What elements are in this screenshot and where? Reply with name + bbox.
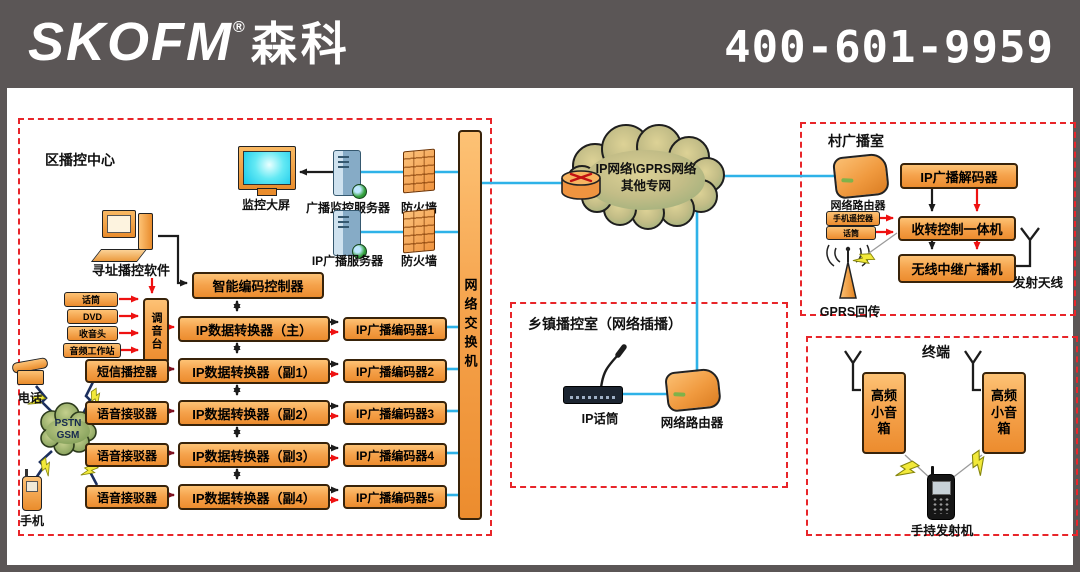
addressing-computer-icon xyxy=(90,210,160,262)
telephone-label: 电话 xyxy=(17,391,42,405)
ip-broadcast-server-label: IP广播服务器 xyxy=(311,254,384,268)
hotline-number: 400-601-9959 xyxy=(724,22,1054,73)
broadcast-monitor-server-icon xyxy=(333,150,367,199)
ip-broadcast-encoder-box: IP广播编码器3 xyxy=(343,401,447,425)
ip-data-converter-box: IP数据转换器（副4） xyxy=(178,484,330,510)
tx-antenna-label: 发射天线 xyxy=(1012,276,1063,290)
ip-broadcast-server-icon xyxy=(333,210,367,259)
ip-data-converter-box: IP数据转换器（副3） xyxy=(178,442,330,468)
mic-input-box: 话筒 xyxy=(826,226,876,240)
monitor-label: 监控大屏 xyxy=(241,198,290,212)
firewall-icon xyxy=(403,148,435,194)
gprs-return-label: GPRS回传 xyxy=(819,305,881,319)
ip-broadcast-encoder-box: IP广播编码器1 xyxy=(343,317,447,341)
town-zone-frame xyxy=(510,302,788,488)
district-zone-frame xyxy=(18,118,492,536)
mobile-phone-icon xyxy=(22,469,42,511)
firewall-label: 防火墙 xyxy=(400,254,437,268)
ip-mic-base-icon xyxy=(563,386,623,404)
brand-logo-cn: 森科 xyxy=(250,18,351,70)
voice-adapter-box: 语音接驳器 xyxy=(85,401,169,425)
ip-data-converter-box: IP数据转换器（副1） xyxy=(178,358,330,384)
audio-source-box: 话筒 xyxy=(64,292,118,307)
network-switch-box: 网络交换机 xyxy=(458,130,482,520)
receiver-controller-box: 收转控制一体机 xyxy=(898,216,1016,241)
audio-source-box: 收音头 xyxy=(67,326,118,341)
brand-logo: SKOFM® 森科 xyxy=(28,8,351,74)
town-router-label: 网络路由器 xyxy=(660,416,724,430)
remote-input-box: 手机遥控器 xyxy=(826,211,880,226)
mixer-box: 调音台 xyxy=(143,298,169,364)
town-router-icon xyxy=(664,367,722,413)
telephone-icon xyxy=(11,356,49,386)
ip-decoder-box: IP广播解码器 xyxy=(900,163,1018,189)
mobile-label: 手机 xyxy=(19,514,44,528)
village-router-label: 网络路由器 xyxy=(830,200,886,212)
district-title: 区播控中心 xyxy=(45,152,115,168)
cloud-line2: 其他专网 xyxy=(620,179,671,193)
handheld-transmitter-icon xyxy=(927,466,955,520)
ip-data-converter-box: IP数据转换器（副2） xyxy=(178,400,330,426)
handheld-transmitter-label: 手持发射机 xyxy=(910,524,974,538)
village-router-icon xyxy=(831,152,891,200)
hf-speaker-box: 高频小音箱 xyxy=(862,372,906,454)
voice-adapter-box: 语音接驳器 xyxy=(85,485,169,509)
registered-mark-icon: ® xyxy=(233,19,245,36)
wireless-relay-box: 无线中继广播机 xyxy=(898,254,1016,283)
pstn-label: PSTN xyxy=(54,418,82,429)
village-zone-frame xyxy=(800,122,1076,316)
gsm-label: GSM xyxy=(56,430,80,441)
broadcast-monitor-server-label: 广播监控服务器 xyxy=(305,201,390,215)
audio-source-box: 音频工作站 xyxy=(63,343,121,358)
footer-strip xyxy=(0,565,1080,572)
header-bar: SKOFM® 森科 400-601-9959 xyxy=(0,0,1080,88)
terminal-title: 终端 xyxy=(922,344,950,360)
ip-broadcast-encoder-box: IP广播编码器2 xyxy=(343,359,447,383)
sms-controller-box: 短信播控器 xyxy=(85,359,169,383)
terminal-zone-frame xyxy=(806,336,1078,536)
ip-mic-label: IP话筒 xyxy=(581,412,619,426)
firewall-icon xyxy=(403,208,435,254)
voice-adapter-box: 语音接驳器 xyxy=(85,443,169,467)
monitor-screen-icon xyxy=(238,146,296,196)
addressing-software-label: 寻址播控软件 xyxy=(91,263,170,278)
town-title: 乡镇播控室（网络插播） xyxy=(528,316,682,332)
ip-broadcast-encoder-box: IP广播编码器4 xyxy=(343,443,447,467)
village-title: 村广播室 xyxy=(828,133,884,149)
ip-broadcast-encoder-box: IP广播编码器5 xyxy=(343,485,447,509)
smart-encoder-controller-box: 智能编码控制器 xyxy=(192,272,324,299)
ip-data-converter-box: IP数据转换器（主） xyxy=(178,316,330,342)
hf-speaker-box: 高频小音箱 xyxy=(982,372,1026,454)
brand-logo-text: SKOFM xyxy=(28,12,233,72)
audio-source-box: DVD xyxy=(67,309,118,324)
